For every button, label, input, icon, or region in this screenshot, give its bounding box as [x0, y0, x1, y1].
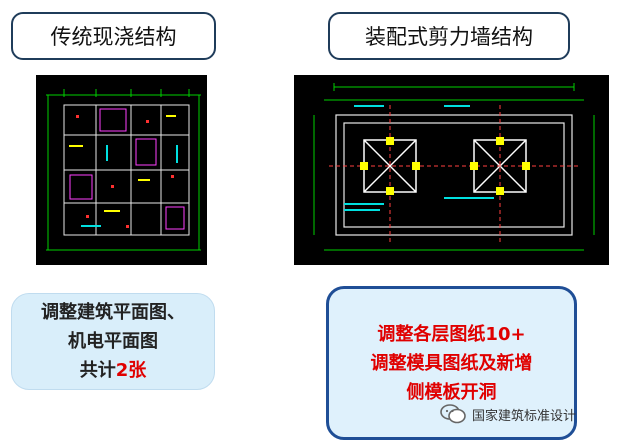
note-right-line2: 调整模具图纸及新增 [370, 352, 533, 374]
wechat-icon [440, 404, 466, 424]
mold-drawing-graphic [313, 83, 595, 251]
prefab-shearwall-title-text: 装配式剪力墙结构 [365, 25, 533, 49]
prefab-shearwall-title: 装配式剪力墙结构 [328, 12, 570, 60]
note-left-line2: 机电平面图 [68, 331, 158, 352]
note-right-line1: 调整各层图纸10+ [377, 323, 526, 345]
traditional-structure-title: 传统现浇结构 [11, 12, 216, 60]
traditional-structure-title-text: 传统现浇结构 [50, 25, 177, 49]
note-right-line3: 侧模板开洞 [406, 381, 497, 403]
watermark: 国家建筑标准设计 [440, 404, 576, 424]
floor-plan-drawing-graphic [46, 89, 201, 251]
mold-drawing [294, 75, 609, 265]
note-left-line1: 调整建筑平面图、 [41, 302, 185, 323]
note-left-line3: 共计2张 [80, 356, 147, 385]
floor-plan-drawing [36, 75, 207, 265]
note-left-line3-prefix: 共计 [79, 360, 116, 381]
traditional-adjustment-note: 调整建筑平面图、 机电平面图 共计2张 [11, 293, 215, 390]
watermark-text: 国家建筑标准设计 [472, 408, 577, 424]
note-left-count: 2张 [115, 360, 147, 381]
